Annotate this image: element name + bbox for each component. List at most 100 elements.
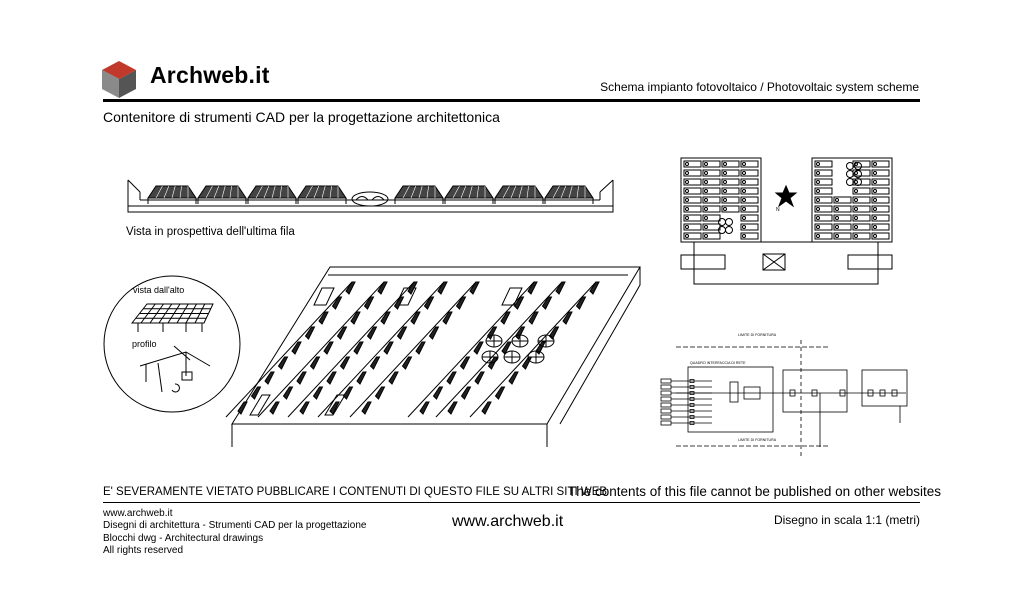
plan-panel-cell — [814, 187, 833, 195]
pv-string-module — [660, 378, 672, 384]
roof-panel — [339, 356, 351, 370]
plan-panel-cell — [814, 214, 833, 222]
plan-panel-cell — [683, 178, 702, 186]
roof-panel — [312, 386, 324, 400]
compass-north-label: N — [776, 207, 780, 213]
plan-panel-cell — [833, 196, 852, 204]
roof-panel — [396, 326, 408, 340]
roof-panel — [291, 341, 302, 355]
plan-panel-cell — [871, 232, 890, 240]
plan-panel-cell — [852, 232, 871, 240]
pv-string-module — [660, 414, 672, 420]
roof-panel — [460, 386, 472, 400]
roof-panel — [318, 311, 329, 325]
electrical-schematic — [660, 340, 908, 458]
roof-panel — [383, 341, 394, 355]
plan-panel-cell — [683, 232, 702, 240]
roof-panel — [342, 386, 354, 400]
pv-string-module — [660, 384, 672, 390]
pv-string-module — [660, 402, 672, 408]
plan-panel-cell — [740, 196, 759, 204]
roof-panel — [474, 371, 485, 385]
roof-panel — [455, 296, 467, 310]
plan-panel-cell — [721, 169, 740, 177]
plan-panel-cell — [833, 205, 852, 213]
notice-italian: E' SEVERAMENTE VIETATO PUBBLICARE I CONT… — [103, 486, 608, 498]
plan-panel-cell — [871, 196, 890, 204]
roof-panel — [329, 401, 340, 415]
roof-panel — [410, 311, 421, 325]
pv-string-module — [660, 408, 672, 414]
drawing-subtitle: Schema impianto fotovoltaico / Photovolt… — [600, 80, 919, 94]
plan-panel-cell — [814, 160, 833, 168]
plan-panel-cell — [702, 160, 721, 168]
plan-panel-cell — [702, 169, 721, 177]
detail-circle — [103, 275, 241, 413]
plan-panel-cell — [814, 232, 833, 240]
plan-panel-cell — [702, 232, 721, 240]
plan-panel-cell — [852, 223, 871, 231]
solar-panel — [247, 185, 297, 204]
roof-panel — [589, 281, 600, 295]
roof-panel — [423, 296, 435, 310]
roof-panel — [500, 311, 511, 325]
roof-panel — [269, 401, 280, 415]
roof-panel — [541, 296, 553, 310]
roof-panel — [377, 281, 388, 295]
roof-panel — [350, 311, 361, 325]
roof-plan-drawing — [225, 266, 641, 447]
roof-panel — [369, 356, 381, 370]
roof-panel — [469, 281, 480, 295]
roof-panel — [459, 356, 471, 370]
plan-panel-cell — [852, 214, 871, 222]
roof-panel — [486, 326, 498, 340]
plan-panel-cell — [852, 196, 871, 204]
plan-panel-cell — [702, 214, 721, 222]
plan-panel-cell — [740, 214, 759, 222]
footer-scale: Disegno in scala 1:1 (metri) — [773, 513, 920, 527]
plan-panel-cell — [702, 223, 721, 231]
solar-panel — [494, 185, 544, 204]
limit-top-label: LIMITE DI FORNITURA — [738, 333, 777, 337]
pv-string-module — [660, 420, 672, 426]
plan-panel-cell — [702, 187, 721, 195]
caption-perspective: Vista in prospettiva dell'ultima fila — [126, 226, 295, 238]
tagline: Contenitore di strumenti CAD per la prog… — [103, 109, 500, 125]
roof-panel — [250, 386, 262, 400]
roof-panel — [323, 341, 334, 355]
plan-panel-cell — [683, 196, 702, 204]
roof-panel — [447, 401, 458, 415]
plan-panel-cell — [702, 205, 721, 213]
roof-panel — [562, 311, 573, 325]
skylight-dome — [485, 334, 503, 348]
skylight-dome — [511, 334, 529, 348]
roof-panel — [494, 386, 506, 400]
plan-panel-cell — [683, 160, 702, 168]
footer-url-link[interactable]: www.archweb.it — [452, 513, 564, 530]
roof-panel — [336, 326, 348, 340]
roof-panel — [361, 401, 372, 415]
roof-panel — [407, 281, 418, 295]
roof-panel — [437, 281, 448, 295]
roof-panel — [401, 356, 413, 370]
plan-panel-cell — [833, 223, 852, 231]
top-divider — [103, 99, 920, 102]
roof-panel — [363, 296, 375, 310]
pv-string-module — [660, 390, 672, 396]
bottom-divider — [103, 502, 920, 503]
plan-panel-cell — [871, 223, 890, 231]
plan-panel-cell — [740, 187, 759, 195]
plan-panel-cell — [740, 169, 759, 177]
perspective-row-drawing — [127, 179, 614, 213]
notice-english: The contents of this file cannot be publ… — [568, 484, 941, 499]
plan-panel-cell — [721, 178, 740, 186]
solar-panel — [544, 185, 594, 204]
roof-panel — [415, 341, 426, 355]
roof-panel — [388, 371, 399, 385]
pv-string-module — [660, 396, 672, 402]
plan-panel-cell — [683, 169, 702, 177]
roof-panel — [548, 326, 560, 340]
roof-panel — [446, 371, 457, 385]
roof-panel — [277, 356, 289, 370]
